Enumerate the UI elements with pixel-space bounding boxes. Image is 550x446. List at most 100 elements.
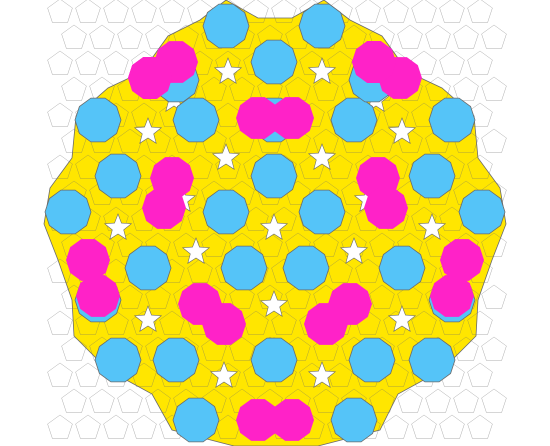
pentagon-tile [467,50,493,75]
pentagon-tile [411,50,437,75]
star-tile [307,143,337,170]
pentagon-tile [145,388,171,413]
double-decagon-tile [66,239,120,317]
pentagon-tile [61,76,87,101]
double-decagon-tile [236,399,314,441]
double-decagon-tile [430,239,484,317]
pentagon-tile [89,388,115,413]
star-tile [387,117,417,144]
pentagon-tile [313,128,339,153]
pentagon-tile [467,310,493,335]
star-tile [133,117,163,144]
decagon-tile [348,337,396,383]
pentagon-tile [481,76,507,101]
pentagon-tile [285,284,311,309]
pentagon-tile [117,24,143,49]
pentagon-tile [271,0,297,23]
pentagon-tile [481,284,507,309]
pentagon-tile [229,336,255,361]
double-decagon-tile [352,41,396,83]
pentagon-tile [243,0,269,23]
pentagon-tile [425,232,451,257]
pentagon-tile [481,232,507,257]
pentagon-tile [439,0,465,23]
decagon-tile [458,189,506,235]
pentagon-tile [467,362,493,387]
pentagon-tile [89,24,115,49]
pentagon-tile [467,414,493,439]
pentagon-tile [75,414,101,439]
pentagon-tile [313,336,339,361]
pentagon-tile [411,206,437,231]
pentagon-tile [271,310,297,335]
decagon-tile [250,39,298,85]
pentagon-tile [257,232,283,257]
pentagon-tile [327,50,353,75]
star-tile [259,290,289,317]
pentagon-tile [201,232,227,257]
pentagon-tile [117,128,143,153]
pentagon-tile [47,102,73,127]
pentagon-tile [243,310,269,335]
pentagon-tile [453,76,479,101]
pentagon-tile [117,388,143,413]
double-decagon-tile [304,283,372,345]
pentagon-tile [453,24,479,49]
decagon-tile [330,97,378,143]
decagon-tile [250,153,298,199]
pentagon-tile [425,24,451,49]
pentagon-tile [47,50,73,75]
pentagon-tile [187,0,213,23]
pentagon-tile [61,388,87,413]
pentagon-tile [313,232,339,257]
pentagon-tile [397,24,423,49]
pentagon-tile [425,76,451,101]
pentagon-tile [145,284,171,309]
pentagon-tile [131,414,157,439]
star-tile [181,237,211,264]
star-tile [103,213,133,240]
star-tile [307,57,337,84]
pentagon-tile [75,154,101,179]
decagon-tile [94,337,142,383]
pentagon-tile [47,414,73,439]
star-tile [213,57,243,84]
pentagon-tile [47,0,73,23]
pentagon-tile [481,388,507,413]
star-tile [209,361,239,388]
pentagon-tile [369,128,395,153]
star-tile [387,305,417,332]
pentagon-tile [215,102,241,127]
star-tile [211,143,241,170]
pentagon-tile [47,154,73,179]
pentagon-tile [369,232,395,257]
pentagon-tile [313,388,339,413]
pentagon-tile [453,336,479,361]
pentagon-tile [425,388,451,413]
pentagon-tile [117,284,143,309]
pentagon-tile [327,362,353,387]
pentagon-tile [383,0,409,23]
star-tile [417,213,447,240]
decagon-tile [298,3,346,49]
pentagon-tile [481,24,507,49]
pentagon-tile [61,24,87,49]
pentagon-tile [145,24,171,49]
decagon-tile [408,153,456,199]
pentagon-tile [103,0,129,23]
decagon-tile [250,337,298,383]
pentagon-tile [383,102,409,127]
star-tile [259,213,289,240]
pentagon-tile [327,154,353,179]
decagon-tile [152,337,200,383]
pentagon-tile [411,310,437,335]
pentagon-tile [103,414,129,439]
pentagon-tile [61,336,87,361]
pentagon-tile [131,102,157,127]
decagon-tile [330,397,378,443]
decagon-tile [202,189,250,235]
pentagon-tile [187,258,213,283]
pentagon-tile [75,0,101,23]
pentagon-tile [341,24,367,49]
